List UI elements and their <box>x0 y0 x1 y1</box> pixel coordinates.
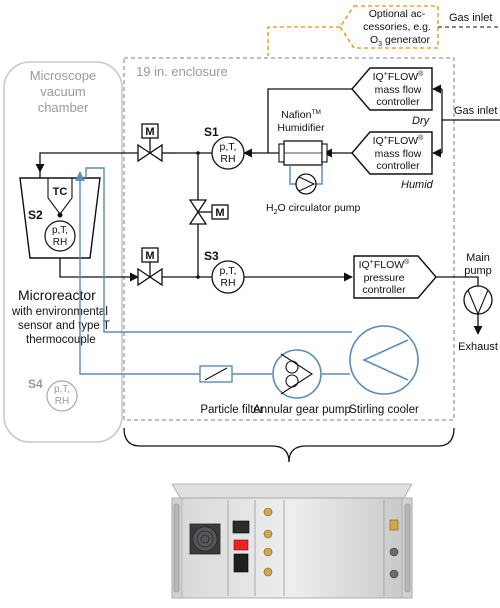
s4-line1: p,T, <box>54 384 70 395</box>
micro-desc-1: with environmental <box>11 306 108 318</box>
h2o-loop <box>289 165 323 185</box>
microreactor-label: Microreactor <box>18 287 96 303</box>
humidifier-label: Humidifier <box>277 122 325 134</box>
s2-label: S2 <box>28 208 43 222</box>
enclosure-box <box>123 57 455 421</box>
s4-label: S4 <box>28 377 43 391</box>
gear-pump-icon <box>272 349 322 399</box>
tc-label: TC <box>53 186 68 198</box>
valve-1-actuator <box>141 123 159 139</box>
s1-line1: p,T, <box>220 141 237 153</box>
mfc-dry <box>351 67 433 111</box>
mfc-dry-line2: mass flow <box>375 84 422 96</box>
h2o-pump-label: H2O circulator pump <box>266 202 361 216</box>
micro-desc-3: thermocouple <box>26 334 96 346</box>
main-pump-label-2: pump <box>464 265 492 277</box>
valve-bypass-m: M <box>215 207 224 219</box>
main-pump-label-1: Main <box>466 252 490 264</box>
nafion-label: NafionTM <box>281 109 321 121</box>
micro-desc-2: sensor and type T <box>18 320 110 332</box>
cooling-loop-return3 <box>75 171 200 375</box>
s3-line2: RH <box>220 277 235 289</box>
sensor-s2 <box>44 220 76 252</box>
gas-inlet-top-label: Gas inlet <box>449 12 492 24</box>
mfc-humid-line3: controller <box>376 160 420 172</box>
s1-line2: RH <box>220 153 235 165</box>
particle-filter-label: Particle filter <box>200 404 263 416</box>
pc-line1: IQ+FLOW® <box>359 258 411 271</box>
line-to-reactor <box>35 152 138 173</box>
optional-line1: Optional ac- <box>369 8 426 20</box>
pc-line2: pressure <box>364 272 405 284</box>
optional-line2: cessories, e.g. <box>363 21 431 33</box>
chamber-label-line3: chamber <box>38 100 89 115</box>
curly-brace <box>123 427 455 463</box>
valve-1-m: M <box>145 126 154 138</box>
chamber-label-line2: vacuum <box>40 84 86 99</box>
humid-label: Humid <box>401 179 434 191</box>
sensor-s4 <box>46 380 78 412</box>
h2o-pump-icon <box>295 173 317 195</box>
s3-label: S3 <box>204 249 219 263</box>
s3-line1: p,T, <box>220 265 237 277</box>
pc-line3: controller <box>362 284 406 296</box>
chamber-label-line1: Microscope <box>30 68 96 83</box>
stirling-label: Stirling cooler <box>349 404 419 416</box>
rack-unit-photo <box>171 483 413 599</box>
s4-line2: RH <box>55 396 69 407</box>
valve-bypass-actuator <box>211 204 229 220</box>
pressure-controller <box>353 255 437 299</box>
enclosure-label: 19 in. enclosure <box>136 64 228 79</box>
mfc-humid <box>351 131 433 175</box>
mfc-humid-line2: mass flow <box>375 148 422 160</box>
mfc-dry-line3: controller <box>376 96 420 108</box>
pc-to-pump <box>436 276 479 286</box>
humidifier-cap-left <box>278 143 285 163</box>
dry-label: Dry <box>412 115 431 127</box>
gear-pump-label: Annular gear pump <box>253 404 351 416</box>
cooling-into-reactor <box>85 167 100 178</box>
mfc-dry-line1: IQ+FLOW® <box>373 70 425 83</box>
stirling-cooler-icon <box>349 325 419 395</box>
h2o-pump-arrow <box>298 176 316 192</box>
vacuum-chamber <box>3 61 123 443</box>
s2-line2: RH <box>53 237 67 248</box>
optional-line3: O3 generator <box>370 34 430 48</box>
valve-3-m: M <box>145 250 154 262</box>
valve-3-actuator <box>141 247 159 263</box>
optional-box <box>339 5 439 49</box>
reactor-exit-line <box>59 258 139 282</box>
s1-label: S1 <box>204 125 219 139</box>
mfc-humid-line1: IQ+FLOW® <box>373 134 425 147</box>
exhaust-label: Exhaust <box>458 341 498 353</box>
cooling-loop-supply <box>100 167 352 333</box>
s2-line1: p,T, <box>52 225 68 236</box>
optional-orange-line <box>267 26 340 56</box>
gas-inlet-mid-label: Gas inlet <box>454 105 497 117</box>
dry-flow-line <box>267 88 352 153</box>
humidifier-cap-right <box>321 143 328 163</box>
